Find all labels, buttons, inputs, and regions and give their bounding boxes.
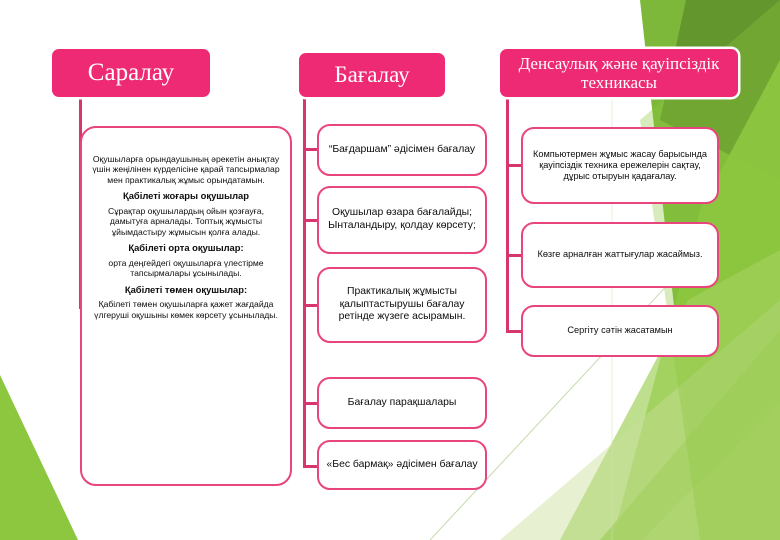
column-header-saralau-label: Саралау bbox=[87, 59, 175, 86]
column-header-saralau[interactable]: Саралау bbox=[52, 49, 210, 97]
node-bagalau-1-label: “Бағдаршам” әдісімен бағалау bbox=[328, 143, 476, 155]
column-header-densaulyq-label: Денсаулық және қауіпсіздік техникасы bbox=[518, 53, 720, 92]
background-shape-right-translucent bbox=[500, 300, 780, 540]
node-saralau-paragraph-6: Қабілеті төмен оқушыларға қажет жағдайда… bbox=[94, 299, 278, 320]
column-header-bagalau[interactable]: Бағалау bbox=[299, 53, 445, 97]
node-bagalau-2-label: Оқушылар өзара бағалайды; Ынталандыру, қ… bbox=[328, 207, 476, 231]
connector-spine-densaulyq bbox=[506, 97, 510, 333]
node-densaulyq-3-label: Сергіту сәтін жасатамын bbox=[567, 325, 673, 336]
node-bagalau-2[interactable]: Оқушылар өзара бағалайды; Ынталандыру, қ… bbox=[317, 186, 487, 254]
column-header-densaulyq[interactable]: Денсаулық және қауіпсіздік техникасы bbox=[500, 49, 738, 97]
node-saralau-paragraph-5: Қабілеті төмен оқушылар: bbox=[124, 283, 248, 295]
node-bagalau-1[interactable]: “Бағдаршам” әдісімен бағалау bbox=[317, 124, 487, 176]
connector-stub-bagalau-4 bbox=[303, 402, 319, 406]
node-densaulyq-2[interactable]: Көзге арналған жаттығулар жасаймыз. bbox=[521, 222, 719, 288]
connector-stub-densaulyq-1 bbox=[506, 164, 523, 168]
connector-stub-densaulyq-3 bbox=[506, 330, 523, 334]
node-saralau-paragraph-3: Қабілеті орта оқушылар: bbox=[128, 242, 244, 254]
node-bagalau-4[interactable]: Бағалау парақшалары bbox=[317, 377, 487, 429]
node-densaulyq-2-label: Көзге арналған жаттығулар жасаймыз. bbox=[537, 249, 703, 260]
node-bagalau-3[interactable]: Практикалық жұмысты қалыптастырушы бағал… bbox=[317, 267, 487, 343]
node-saralau-detail-text: Оқушыларға орындаушының әрекетін анықтау… bbox=[92, 138, 280, 324]
node-bagalau-3-label: Практикалық жұмысты қалыптастырушы бағал… bbox=[338, 285, 466, 323]
connector-stub-bagalau-2 bbox=[303, 219, 319, 223]
background-shape-right-corner bbox=[600, 400, 780, 540]
node-densaulyq-3[interactable]: Сергіту сәтін жасатамын bbox=[521, 305, 719, 357]
node-bagalau-5-label: «Бес бармақ» әдісімен бағалау bbox=[326, 458, 478, 470]
connector-stub-bagalau-1 bbox=[303, 148, 319, 152]
node-bagalau-5[interactable]: «Бес бармақ» әдісімен бағалау bbox=[317, 440, 487, 490]
node-saralau-detail[interactable]: Оқушыларға орындаушының әрекетін анықтау… bbox=[80, 126, 292, 486]
node-bagalau-4-label: Бағалау парақшалары bbox=[347, 396, 457, 408]
connector-stub-bagalau-3 bbox=[303, 304, 319, 308]
node-saralau-paragraph-1: Қабілеті жоғары оқушылар bbox=[123, 190, 249, 202]
node-saralau-paragraph-0: Оқушыларға орындаушының әрекетін анықтау… bbox=[92, 154, 280, 185]
node-densaulyq-1-label: Компьютермен жұмыс жасау барысында қауіп… bbox=[532, 148, 708, 182]
connector-spine-bagalau bbox=[303, 97, 307, 468]
node-saralau-paragraph-4: орта деңгейдегі оқушыларға үлестірме тап… bbox=[108, 257, 264, 279]
node-saralau-paragraph-2: Сұрақтар оқушылардың ойын қозғауға, дамы… bbox=[108, 205, 264, 237]
background-shape-bottom-left bbox=[0, 375, 78, 540]
node-densaulyq-1[interactable]: Компьютермен жұмыс жасау барысында қауіп… bbox=[521, 127, 719, 204]
column-header-bagalau-label: Бағалау bbox=[334, 62, 410, 88]
connector-stub-bagalau-5 bbox=[303, 465, 319, 469]
background-hairline bbox=[429, 249, 701, 540]
connector-stub-densaulyq-2 bbox=[506, 254, 523, 258]
